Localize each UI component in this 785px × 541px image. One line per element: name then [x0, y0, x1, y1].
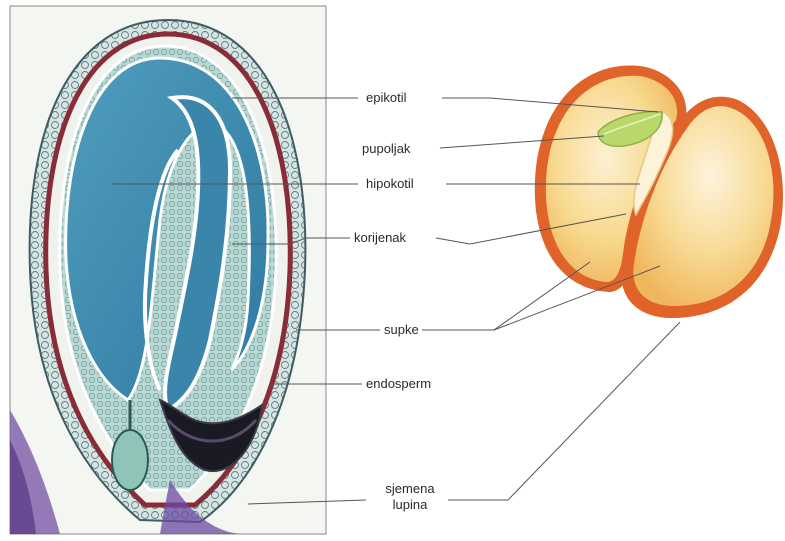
leader-lupina-right: [448, 322, 680, 500]
label-korijenak: korijenak: [354, 230, 406, 246]
label-supke: supke: [384, 322, 419, 338]
label-pupoljak: pupoljak: [362, 141, 410, 157]
hilum-bulb: [112, 430, 148, 490]
label-lupina: lupina: [378, 497, 442, 513]
label-hipokotil: hipokotil: [366, 176, 414, 192]
micrograph: [10, 6, 326, 534]
bean-illustration: [535, 66, 783, 318]
label-sjemena: sjemena: [378, 481, 442, 497]
label-sjemena-lupina: sjemena lupina: [378, 481, 442, 513]
label-epikotil: epikotil: [366, 90, 406, 106]
label-endosperm: endosperm: [366, 376, 431, 392]
